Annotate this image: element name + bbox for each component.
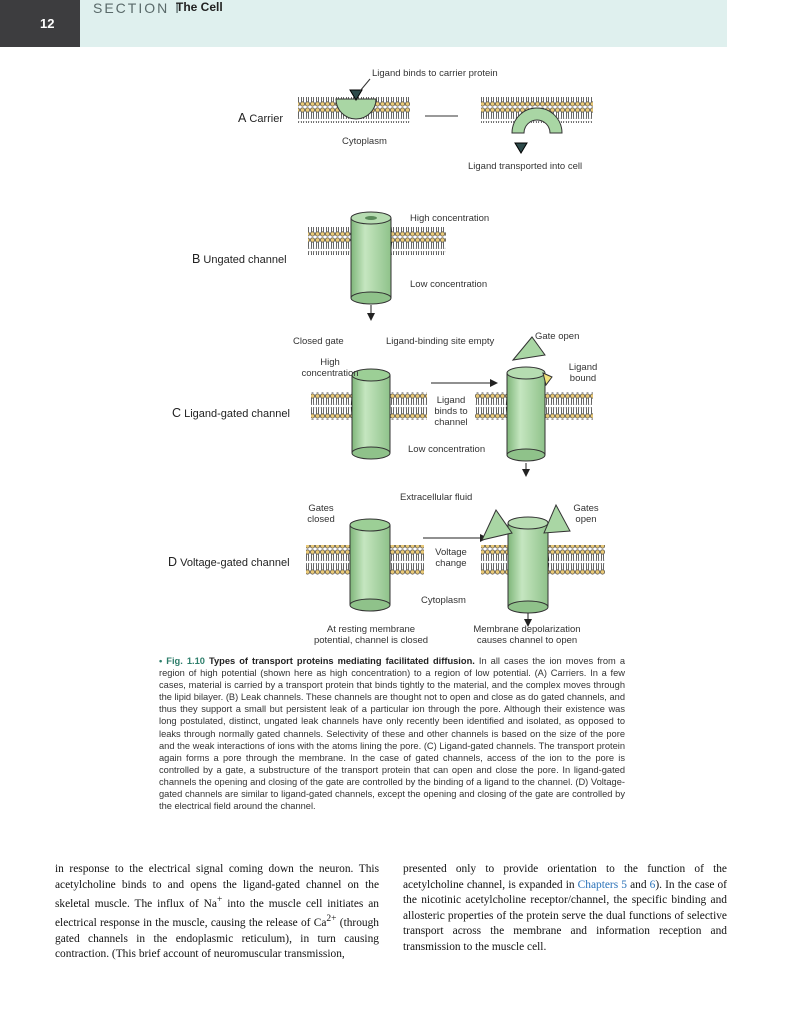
panel-c-low-label: Low concentration (408, 444, 485, 455)
panel-a-title: A Carrier (238, 111, 283, 125)
panel-b-high-label: High concentration (410, 213, 489, 224)
figure-1-10: A Carrier Ligand binds to carrier protei… (0, 55, 789, 655)
panel-d-extracellular: Extracellular fluid (400, 492, 472, 503)
panel-b-title: B Ungated channel (192, 252, 287, 266)
chapter-title: The Cell (176, 0, 223, 14)
panel-b-low-label: Low concentration (410, 279, 487, 290)
panel-d-title: D Voltage-gated channel (168, 555, 290, 569)
panel-a-top-label: Ligand binds to carrier protein (372, 68, 498, 79)
page-header: 12 SECTION I The Cell (0, 0, 727, 47)
panel-a-cytoplasm: Cytoplasm (342, 136, 387, 147)
panel-d-cytoplasm: Cytoplasm (421, 595, 466, 606)
chapter-5-link[interactable]: Chapters 5 (578, 879, 627, 891)
figure-label: • Fig. 1.10 (159, 656, 205, 666)
panel-b-ungated-channel-diagram (308, 212, 446, 321)
body-column-left: in response to the electrical signal com… (55, 862, 379, 963)
body-column-right: presented only to provide orientation to… (403, 862, 727, 955)
page-number: 12 (0, 0, 80, 47)
calcium-superscript: 2+ (326, 914, 336, 924)
body-right-text-2: and (627, 879, 650, 891)
figure-caption: • Fig. 1.10 Types of transport proteins … (159, 655, 625, 812)
panel-c-gate-open: Gate open (535, 331, 579, 342)
panel-c-closed-gate: Closed gate (293, 336, 344, 347)
panel-c-title: C Ligand-gated channel (172, 406, 290, 420)
figure-caption-text: In all cases the ion moves from a region… (159, 656, 625, 811)
figure-caption-title: Types of transport proteins mediating fa… (209, 656, 475, 666)
section-label: SECTION I (93, 0, 181, 16)
figure-illustration (0, 55, 789, 655)
panel-a-bottom-label: Ligand transported into cell (468, 161, 582, 172)
panel-c-site-empty: Ligand-binding site empty (386, 336, 494, 347)
